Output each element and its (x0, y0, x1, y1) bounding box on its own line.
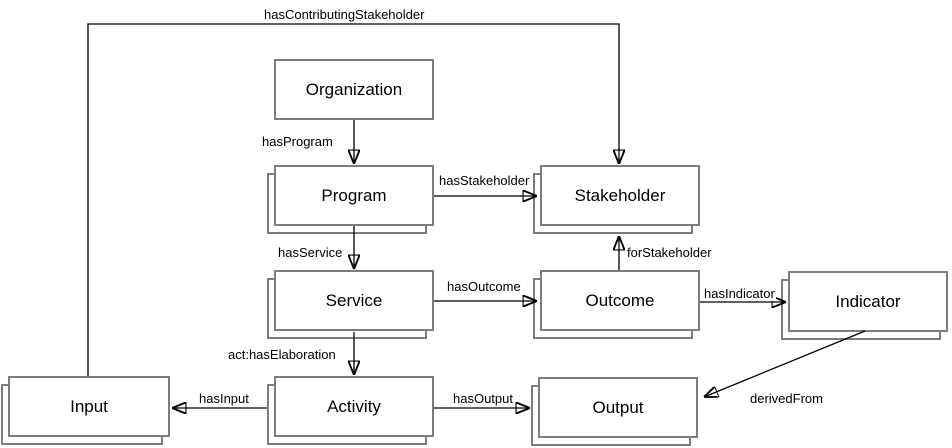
edge-label-actHasElaboration: act:hasElaboration (227, 347, 337, 362)
node-organization[interactable]: Organization (274, 59, 434, 120)
node-output-label: Output (592, 397, 644, 417)
edge-label-hasStakeholder: hasStakeholder (438, 173, 531, 188)
node-program-label: Program (321, 185, 387, 205)
edge-label-hasOutput: hasOutput (452, 391, 514, 406)
node-organization-label: Organization (305, 79, 403, 99)
node-service[interactable]: Service (274, 270, 434, 331)
node-activity-label: Activity (327, 396, 381, 416)
node-stakeholder-label: Stakeholder (574, 185, 666, 205)
edge-label-hasService: hasService (277, 245, 344, 260)
node-outcome[interactable]: Outcome (540, 270, 700, 331)
node-stakeholder[interactable]: Stakeholder (540, 165, 700, 226)
edge-derivedFrom (704, 330, 866, 397)
node-indicator-label: Indicator (835, 291, 901, 311)
node-program[interactable]: Program (274, 165, 434, 226)
edge-label-hasIndicator: hasIndicator (703, 286, 776, 301)
edge-label-derivedFrom: derivedFrom (749, 391, 824, 406)
node-indicator[interactable]: Indicator (788, 271, 948, 332)
node-activity[interactable]: Activity (274, 376, 434, 437)
edge-label-hasProgram: hasProgram (261, 134, 334, 149)
edge-label-hasInput: hasInput (198, 391, 250, 406)
node-input[interactable]: Input (8, 376, 170, 437)
node-service-label: Service (325, 290, 383, 310)
edge-label-hasOutcome: hasOutcome (446, 279, 522, 294)
edge-label-hasContributingStakeholder: hasContributingStakeholder (263, 7, 426, 22)
node-output[interactable]: Output (538, 377, 698, 438)
edge-label-forStakeholder: forStakeholder (626, 245, 713, 260)
node-input-label: Input (70, 396, 108, 416)
node-outcome-label: Outcome (585, 290, 655, 310)
